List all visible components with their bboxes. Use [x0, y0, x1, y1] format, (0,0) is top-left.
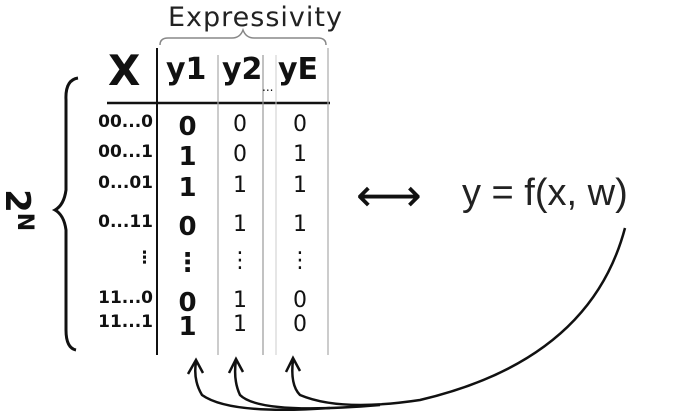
cell-y1: 1 — [178, 312, 197, 342]
header-x: X — [108, 46, 141, 95]
feedback-arrow — [233, 359, 381, 410]
cell-y2: 1 — [233, 312, 247, 337]
cell-y1: ⋮ — [174, 248, 201, 278]
function-equation: y = f(x, w) — [462, 172, 628, 214]
cell-yE: 1 — [293, 173, 307, 198]
cell-yE: 0 — [293, 312, 307, 337]
cell-yE: 1 — [293, 142, 307, 167]
header-y1: y1 — [166, 52, 207, 87]
feedback-arrow — [291, 227, 627, 407]
header-ellipsis: ... — [262, 80, 274, 94]
cell-y2: 1 — [233, 288, 247, 313]
header-yE: yE — [278, 52, 319, 87]
cell-yE: 0 — [293, 288, 307, 313]
cell-y1: 1 — [178, 173, 197, 203]
cell-y2: 0 — [233, 112, 247, 137]
cell-x: 11...0 — [98, 288, 153, 308]
cell-y2: 0 — [233, 142, 247, 167]
cell-x: 11...1 — [98, 312, 153, 332]
expressivity-brace — [159, 27, 327, 46]
expressivity-title: Expressivity — [168, 2, 343, 33]
cell-y1: 0 — [178, 288, 197, 318]
arrowhead-icon — [284, 355, 302, 373]
cell-y1: 1 — [178, 142, 197, 172]
cell-y1: 0 — [178, 212, 197, 242]
row-count-label: 2N — [0, 189, 37, 231]
row-count-exponent: N — [12, 212, 38, 232]
header-y2: y2 — [222, 52, 263, 87]
equivalence-arrow: ⟷ — [356, 168, 422, 222]
cell-x: ⋮ — [136, 248, 153, 268]
rows-brace — [51, 76, 79, 352]
cell-y2: ⋮ — [229, 248, 251, 273]
cell-x: 0...01 — [98, 173, 153, 193]
arrowhead-icon — [227, 356, 245, 374]
feedback-arrow — [194, 361, 331, 412]
row-count-base: 2 — [0, 189, 37, 213]
cell-x: 00...1 — [98, 142, 153, 162]
cell-x: 00...0 — [98, 112, 153, 132]
arrowhead-icon — [186, 357, 205, 375]
cell-yE: ⋮ — [289, 248, 311, 273]
cell-y2: 1 — [233, 173, 247, 198]
cell-y1: 0 — [178, 112, 197, 142]
cell-yE: 0 — [293, 112, 307, 137]
cell-yE: 1 — [293, 212, 307, 237]
cell-x: 0...11 — [98, 212, 153, 232]
cell-y2: 1 — [233, 212, 247, 237]
